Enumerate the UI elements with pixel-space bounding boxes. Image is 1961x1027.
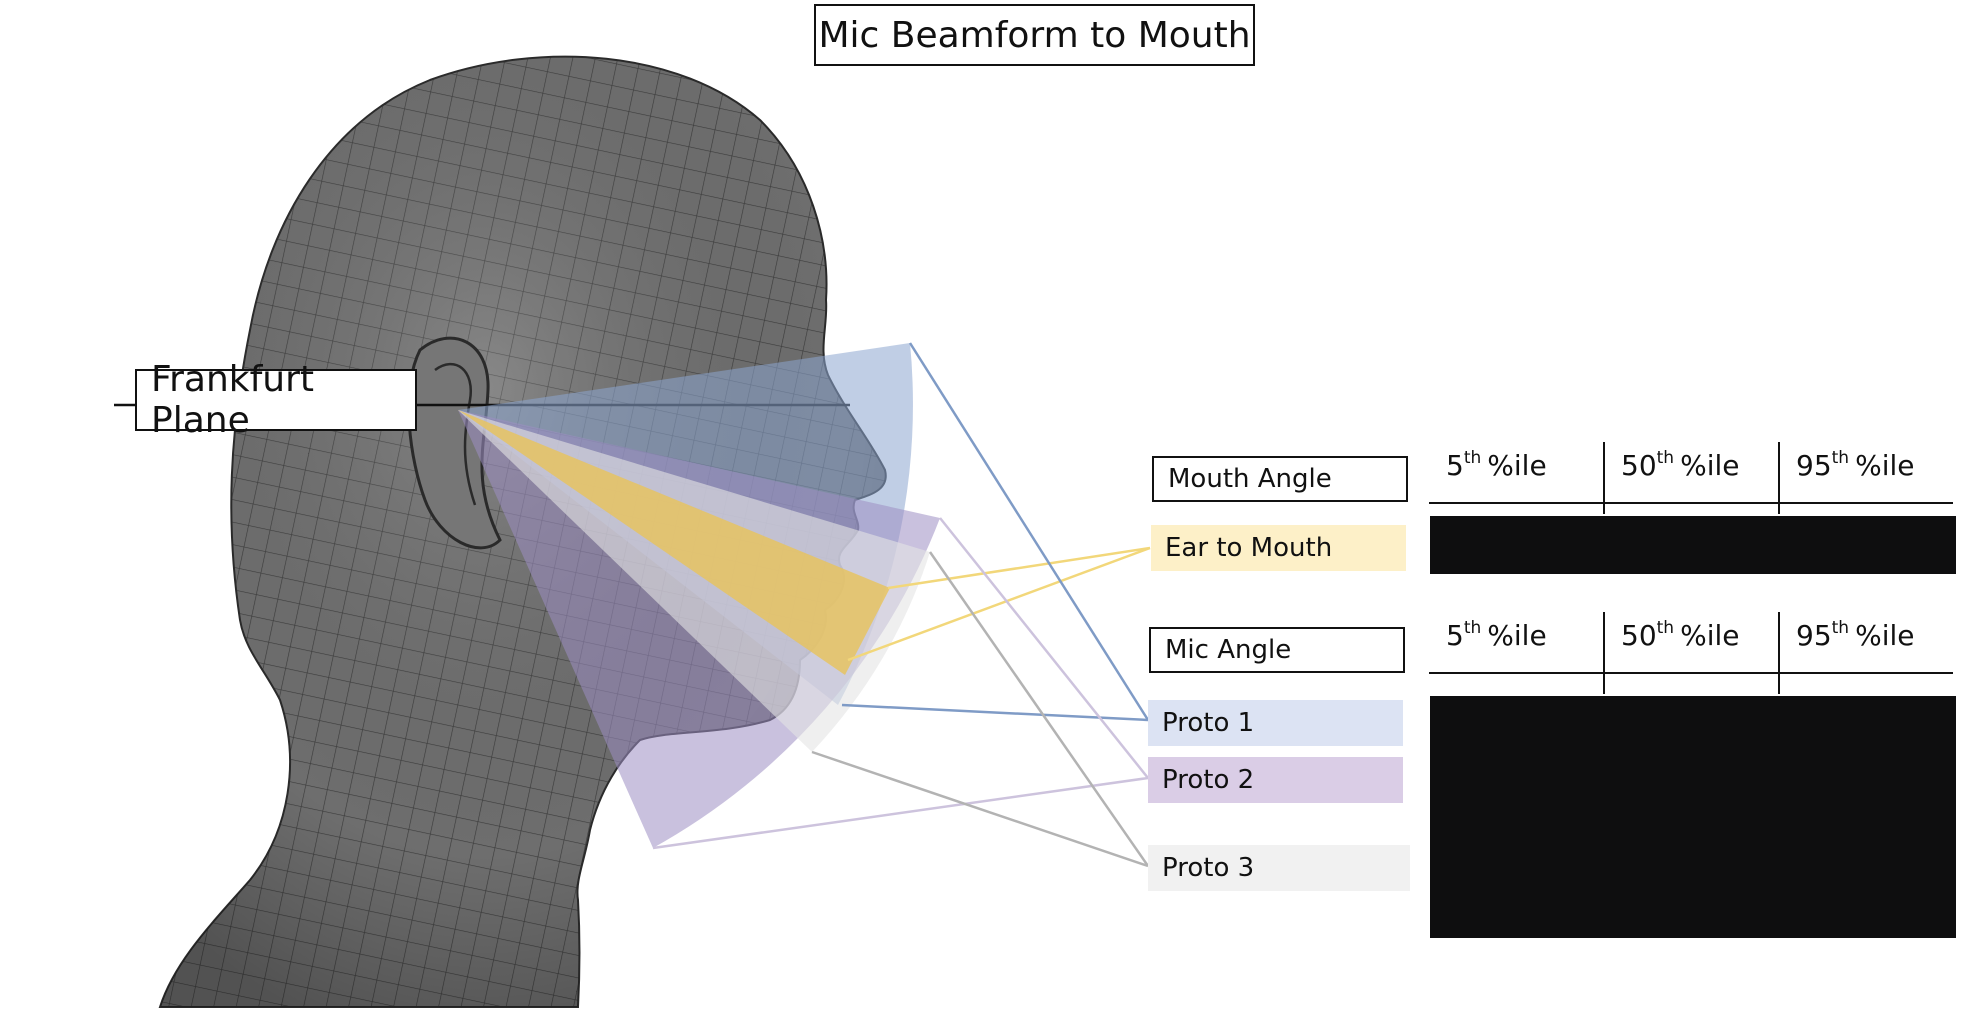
proto1-swatch: Proto 1	[1148, 700, 1403, 746]
mouth-col-95th: 95th%ile	[1796, 448, 1915, 482]
proto1-label: Proto 1	[1162, 708, 1255, 738]
mic-header-rule	[1429, 672, 1953, 674]
mic-angle-label: Mic Angle	[1149, 627, 1405, 673]
proto2-label: Proto 2	[1162, 765, 1255, 795]
mouth-col-50th: 50th%ile	[1621, 448, 1740, 482]
frankfurt-plane-label: Frankfurt Plane	[135, 359, 417, 441]
mic-col-divider-2	[1778, 612, 1780, 694]
mic-col-5th: 5th%ile	[1446, 618, 1547, 652]
mic-col-95th: 95th%ile	[1796, 618, 1915, 652]
mouth-col-divider-2	[1778, 442, 1780, 514]
mouth-col-5th: 5th%ile	[1446, 448, 1547, 482]
proto3-swatch: Proto 3	[1148, 845, 1410, 891]
ear-to-mouth-wedge	[458, 410, 890, 675]
ear-to-mouth-swatch: Ear to Mouth	[1151, 525, 1406, 571]
mic-angle-values-redacted	[1430, 696, 1956, 938]
ear-to-mouth-label: Ear to Mouth	[1165, 533, 1333, 563]
mic-col-50th: 50th%ile	[1621, 618, 1740, 652]
proto2-swatch: Proto 2	[1148, 757, 1403, 803]
proto3-label: Proto 3	[1162, 853, 1255, 883]
mouth-col-divider-1	[1603, 442, 1605, 514]
mouth-angle-label: Mouth Angle	[1152, 456, 1408, 502]
leader-lines	[652, 342, 1151, 868]
mouth-angle-values-redacted	[1430, 516, 1956, 574]
proto3-beam-wedge	[458, 410, 930, 752]
mouth-header-rule	[1429, 502, 1953, 504]
diagram-title: Mic Beamform to Mouth	[814, 4, 1255, 66]
mic-col-divider-1	[1603, 612, 1605, 694]
